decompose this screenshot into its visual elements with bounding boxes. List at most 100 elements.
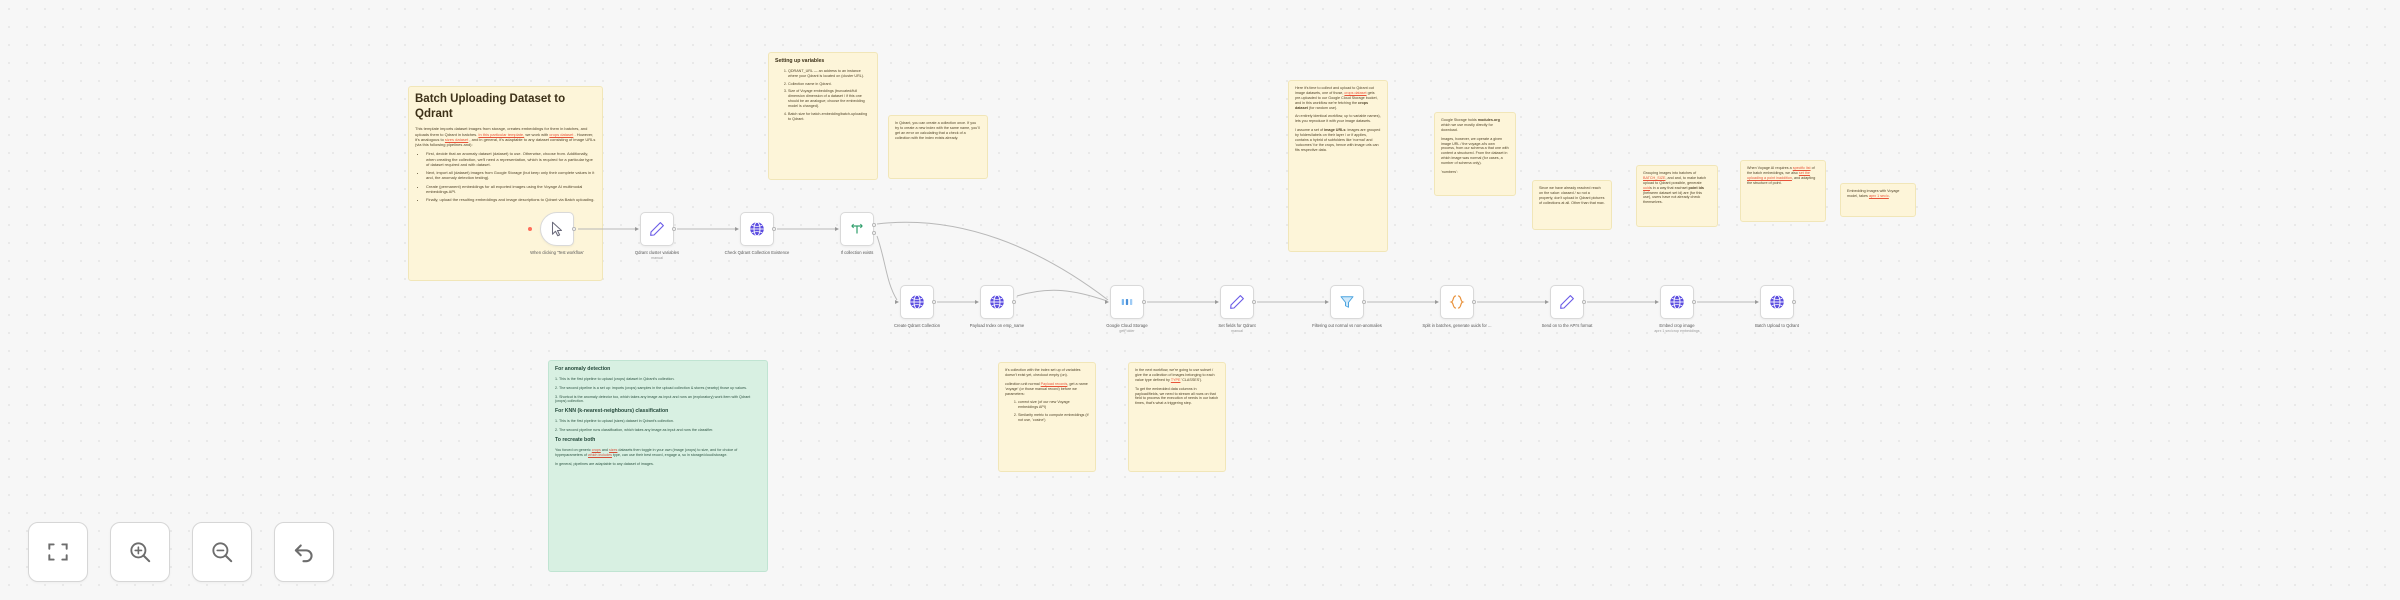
batches-p2-b: (between dataset set id) are (for this u… [1643,190,1703,205]
sticky-note-upload-dataset[interactable]: Here it's time to collect and upload to … [1288,80,1388,252]
qdrant-note-text: In Qdrant, you can create a collection o… [895,121,980,140]
batches-p2-bold: point ids [1688,185,1704,190]
output-connector[interactable] [932,300,936,304]
sticky-note-voyage-storage[interactable]: Google Storage holds modules.org which w… [1434,112,1516,196]
main-note-title: Batch Uploading Dataset to Qdrant [415,93,566,121]
sticky-note-payload-format[interactable]: When Voyage AI requires a specific list … [1740,160,1826,222]
node-label: Check Qdrant Collection Existence [724,250,790,255]
intro-line-4: we work with [525,131,550,137]
intro-link-1[interactable]: In this particular template, [478,131,525,137]
green-3-a: You forced on generic [555,447,592,452]
green-note-line-1a: 1. This is the first pipeline to upload … [555,376,675,381]
sticky-note-qdrant-collection[interactable]: In Qdrant, you can create a collection o… [888,115,988,179]
payload-p2-link[interactable]: set the uploading a point in [1747,170,1810,180]
green-3-link1[interactable]: crops [591,447,601,452]
sticky-note-embed-timing[interactable]: Embedding images with Voyage model, take… [1840,183,1916,217]
green-3-link3[interactable]: which includes [588,452,612,457]
input-arrow [1105,300,1109,304]
globe-icon [1770,294,1784,310]
green-note-title-2: For KNN (k-nearest-neighbours) classific… [555,408,669,415]
intro-line-6: to [440,136,445,142]
output-connector-true[interactable] [872,223,876,228]
globe-icon [750,221,764,237]
green-3-link2[interactable]: sizes [609,447,618,452]
output-connector[interactable] [1692,300,1696,304]
embed-p1-link[interactable]: aprx 1 sec/c [1868,193,1889,198]
main-note-bullets: First, decide that an anomaly dataset (d… [415,151,596,202]
input-arrow [895,300,899,304]
intro-link-3[interactable]: sizes dataset [444,136,469,142]
node-when-clicking-test-workflow[interactable]: When clicking 'Test workflow' [530,212,584,255]
node-set-fields-for-qdrant[interactable]: Set fields for Qdrant manual [1215,285,1256,333]
intro-link-2[interactable]: crops dataset [549,131,574,137]
upload-note-p3: I assume a set of image URLs: images are… [1295,128,1381,152]
output-connector[interactable] [1252,300,1256,304]
node-batch-upload-to-qdrant[interactable]: Batch Upload to Qdrant [1755,285,1799,328]
upload-p1-link[interactable]: crops dataset [1344,90,1367,95]
output-connector[interactable] [572,227,576,231]
node-label: Set fields for Qdrant manual [1193,323,1281,334]
node-create-qdrant-collection[interactable]: Create Qdrant Collection [894,285,940,328]
sticky-note-usage-green[interactable]: For anomaly detection 1. This is the fir… [548,360,768,572]
green-note-line-2b: 2. The second pipeline runs classificati… [555,428,714,433]
output-connector[interactable] [1012,300,1016,304]
node-label: Batch Upload to Qdrant [1755,323,1799,328]
upload-p1-c: (for random use). [1307,105,1338,110]
conditions-link[interactable]: TYPE [1170,377,1181,382]
output-connector-false[interactable] [872,230,876,235]
node-embed-crop-image[interactable]: Embed crop image aprx 1 sec/crop embeddi… [1654,285,1700,333]
sticky-note-main[interactable]: Batch Uploading Dataset to Qdrant This t… [408,86,603,281]
reset-zoom-button[interactable] [274,522,334,582]
sticky-note-batches[interactable]: Grouping images into batches of BATCH_SI… [1636,165,1718,227]
sticky-note-collection-setup[interactable]: It's collection with the index set up of… [998,362,1096,472]
batches-p1-link[interactable]: BATCH_SIZE [1643,175,1666,180]
zoom-in-button[interactable] [110,522,170,582]
output-connector[interactable] [1582,300,1586,304]
switch-icon [851,223,863,234]
node-label: Filtering out normal vs non-anomalies [1312,323,1382,328]
sticky-note-conditions[interactable]: In the next workflow, we're going to use… [1128,362,1226,472]
payload-p1-link[interactable]: specific list [1792,166,1811,170]
green-3-c: datasets then toggle in your own (image … [555,447,738,457]
node-if-collection-exists[interactable]: If collection exists [835,212,876,255]
node-check-qdrant-collection-existence[interactable]: Check Qdrant Collection Existence [725,212,789,255]
green-note-title-1: For anomaly detection [555,366,611,372]
zoom-out-icon [212,542,233,563]
sticky-note-limits[interactable]: Since we have already reached reach on t… [1532,180,1612,230]
node-send-to-the-apis-format[interactable]: Send on to the API's format [1542,285,1592,328]
node-qdrant-cluster-variables[interactable]: Qdrant cluster variables manual [635,212,679,260]
output-connector[interactable] [672,227,676,231]
fit-to-view-button[interactable] [28,522,88,582]
node-sublabel: manual [1231,329,1243,334]
output-connector[interactable] [772,227,776,231]
intro-line-1: This template imports dataset images fro… [415,126,507,132]
intro-line-3: them to Qdrant in batches. [430,131,479,137]
conditions-p2: 'CLASSES'). [1181,377,1203,382]
node-split-in-batches-generate-uuids[interactable]: Split in batches, generate uuids for ... [1422,285,1492,328]
output-connector[interactable] [1792,300,1796,304]
node-payload-index-on-emp-name[interactable]: Payload Index on emp_name [970,285,1024,328]
payload-p2-link2[interactable]: addition [1779,175,1792,180]
node-label: Split in batches, generate uuids for ... [1422,323,1492,328]
zoom-out-button[interactable] [192,522,252,582]
output-connector[interactable] [1142,300,1146,304]
batches-p1-a: Grouping images into batches of [1643,171,1697,175]
collection-p2-link[interactable]: Payload records [1040,381,1068,386]
output-connector[interactable] [1472,300,1476,304]
sticky-note-setup-variables[interactable]: Setting up variables QDRANT_URL — an add… [768,52,878,180]
intro-line-5: . However, it's analogous [415,131,594,142]
node-google-cloud-storage[interactable]: Google Cloud Storage getFolder [1105,285,1148,333]
output-connector[interactable] [1362,300,1366,304]
list-item: Size of Voyage embeddings (truncated/ful… [788,89,871,109]
node-filtering-out-normal-vs-non-anomalies[interactable]: Filtering out normal vs non-anomalies [1312,285,1382,328]
voyage-p1-b: which we use mostly directly for downloa… [1441,122,1493,132]
code-icon [1449,295,1465,309]
node-sublabel: manual [651,256,663,261]
upload-p1-b: gets pre-uploaded to our Google Cloud St… [1295,90,1378,105]
node-label: Google Cloud Storage getFolder [1083,323,1171,334]
batches-p2-link[interactable]: uuid [1643,185,1650,190]
node-label: If collection exists [840,250,874,255]
node-sublabel: getFolder [1119,329,1135,334]
